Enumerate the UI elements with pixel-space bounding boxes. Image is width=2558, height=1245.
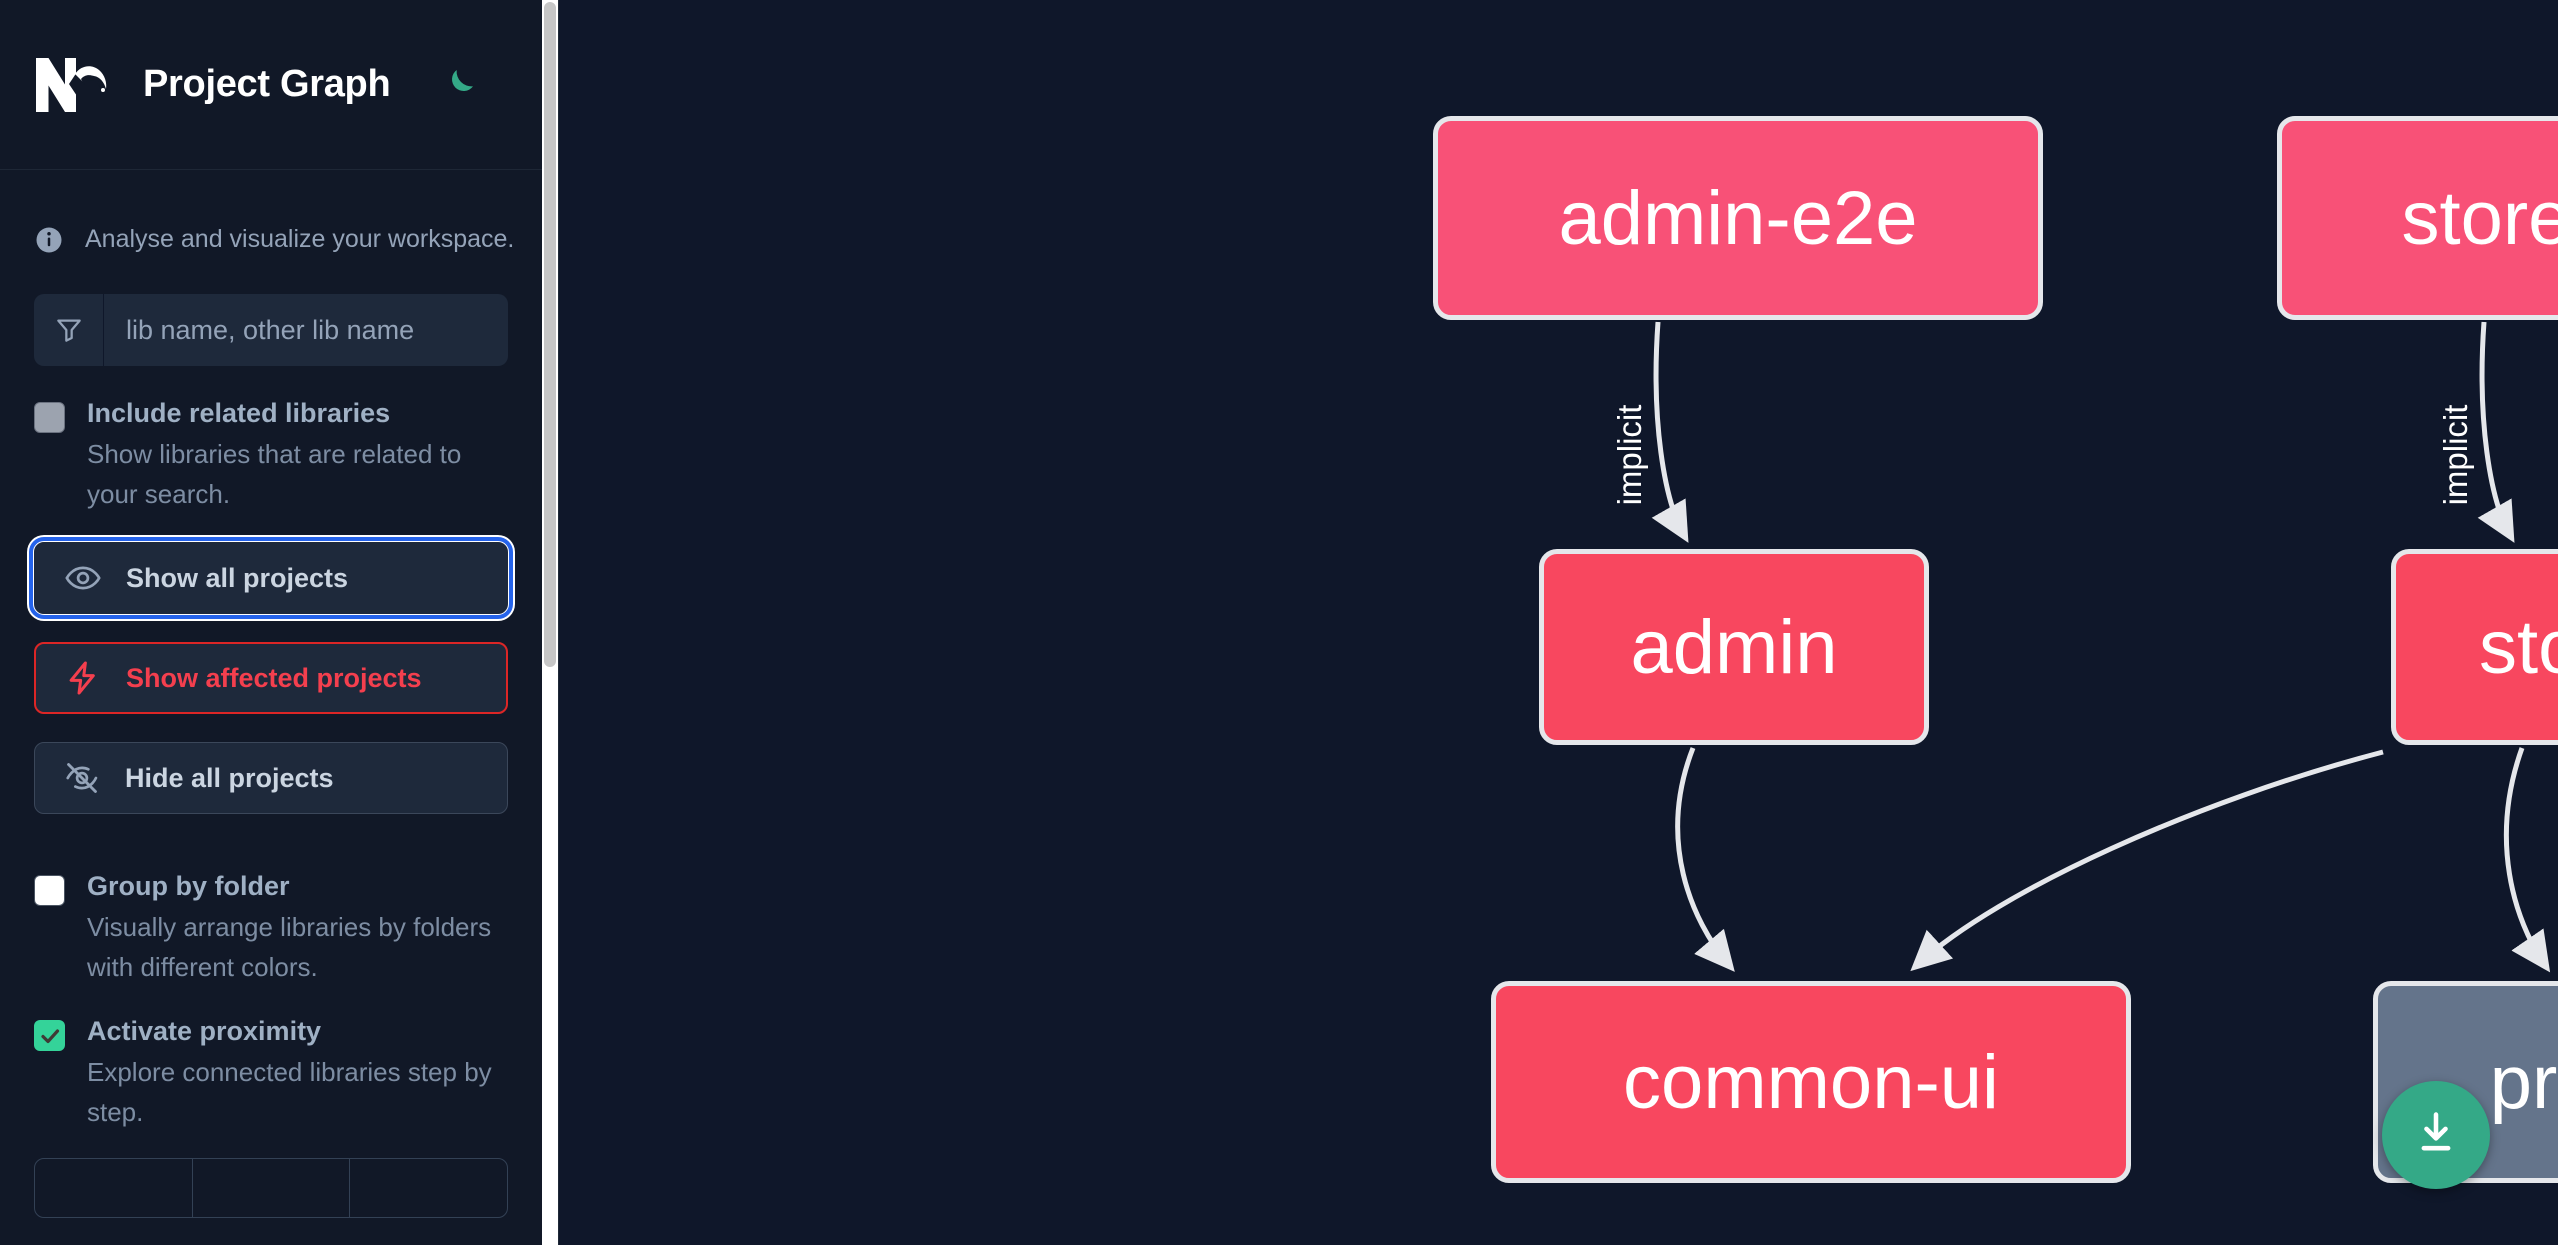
visibility-button-group: Show all projects Show affected projects <box>29 537 513 814</box>
graph-edges: implicit implicit <box>1609 321 2551 973</box>
edge-label-implicit-admin: implicit <box>1611 405 1648 506</box>
edge-store-e2e-store <box>2477 321 2515 543</box>
lightning-bolt-icon <box>64 659 106 697</box>
search-box[interactable] <box>34 294 508 366</box>
edge-admin-e2e-admin <box>1651 321 1689 543</box>
page-title: Project Graph <box>143 63 391 105</box>
segmented-control[interactable] <box>34 1158 508 1218</box>
node-label: store <box>2479 604 2558 690</box>
option-label: Group by folder <box>87 871 290 901</box>
node-label: admin-e2e <box>1558 175 1918 261</box>
graph-canvas[interactable]: implicit implicit admin-e2e store-e2e ad… <box>559 0 2558 1245</box>
moon-icon[interactable] <box>436 63 480 107</box>
node-label: store-e2e <box>2401 175 2558 261</box>
graph-node-admin[interactable]: admin <box>1539 549 1929 745</box>
checkbox-include-related-libraries[interactable] <box>34 402 65 433</box>
download-icon <box>2410 1107 2462 1164</box>
graph-node-common-ui[interactable]: common-ui <box>1491 981 2131 1183</box>
graph-node-store-e2e[interactable]: store-e2e <box>2277 116 2558 320</box>
edge-label-implicit-store: implicit <box>2437 405 2474 506</box>
sidebar-scrollbar[interactable] <box>542 0 558 1245</box>
option-group-by-folder[interactable]: Group by folder Visually arrange librari… <box>0 842 542 987</box>
checkbox-group-by-folder[interactable] <box>34 875 65 906</box>
option-label: Include related libraries <box>87 398 391 428</box>
segment-3[interactable] <box>350 1159 507 1217</box>
checkbox-activate-proximity[interactable] <box>34 1020 65 1051</box>
node-label: products <box>2489 1039 2558 1125</box>
show-all-projects-label: Show all projects <box>126 562 349 593</box>
option-description: Visually arrange libraries by folders wi… <box>87 912 492 982</box>
sidebar-scrollbar-thumb[interactable] <box>544 2 556 667</box>
segment-1[interactable] <box>35 1159 193 1217</box>
option-label: Activate proximity <box>87 1016 322 1046</box>
search-input[interactable] <box>104 294 508 366</box>
workspace-note: Analyse and visualize your workspace. <box>0 170 542 280</box>
hide-all-projects-button[interactable]: Hide all projects <box>34 742 508 814</box>
info-icon <box>34 225 64 255</box>
eye-icon <box>64 559 106 597</box>
sidebar: Project Graph Analyse and visualize your… <box>0 0 559 1245</box>
hide-all-projects-label: Hide all projects <box>125 762 334 793</box>
show-all-projects-button[interactable]: Show all projects <box>29 537 513 619</box>
download-button[interactable] <box>2382 1081 2490 1189</box>
sidebar-header: Project Graph <box>0 0 542 170</box>
option-include-related-libraries[interactable]: Include related libraries Show libraries… <box>0 366 542 514</box>
option-activate-proximity[interactable]: Activate proximity Explore connected lib… <box>0 987 542 1132</box>
node-label: admin <box>1630 604 1838 690</box>
graph-node-store[interactable]: store <box>2391 549 2558 745</box>
show-affected-projects-button[interactable]: Show affected projects <box>34 642 508 714</box>
eye-off-icon <box>63 759 105 797</box>
nx-logo <box>34 54 114 116</box>
segment-2[interactable] <box>193 1159 351 1217</box>
workspace-note-text: Analyse and visualize your workspace. <box>85 225 515 253</box>
edge-admin-common-ui <box>1675 747 1735 972</box>
edge-store-common-ui <box>1910 749 2384 972</box>
option-description: Explore connected libraries step by step… <box>87 1057 492 1127</box>
option-description: Show libraries that are related to your … <box>87 439 462 509</box>
show-affected-projects-label: Show affected projects <box>126 662 422 693</box>
edge-store-products <box>2503 747 2551 973</box>
check-icon <box>40 1028 59 1043</box>
graph-node-admin-e2e[interactable]: admin-e2e <box>1433 116 2043 320</box>
filter-icon <box>34 294 104 366</box>
node-label: common-ui <box>1623 1039 1999 1125</box>
